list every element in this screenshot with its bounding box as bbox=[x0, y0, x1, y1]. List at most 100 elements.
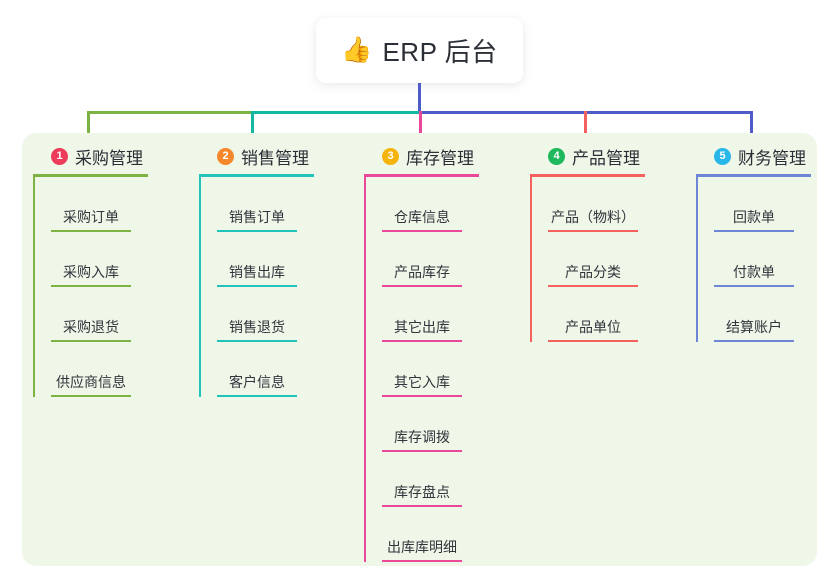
leaf-item[interactable]: 付款单 bbox=[714, 232, 794, 287]
leaf-item[interactable]: 出库库明细 bbox=[382, 507, 462, 562]
leaf-item[interactable]: 客户信息 bbox=[217, 342, 297, 397]
leaf-item-rule bbox=[382, 450, 462, 452]
leaf-item[interactable]: 产品库存 bbox=[382, 232, 462, 287]
leaf-list-5: 回款单付款单结算账户 bbox=[696, 177, 811, 342]
leaf-item-rule bbox=[51, 285, 131, 287]
column-header-rule-4 bbox=[530, 174, 645, 177]
leaf-item-label: 结算账户 bbox=[726, 319, 782, 335]
leaf-item-rule bbox=[714, 230, 794, 232]
leaf-item[interactable]: 供应商信息 bbox=[51, 342, 131, 397]
leaf-item-rule bbox=[217, 340, 297, 342]
leaf-item-rule bbox=[714, 285, 794, 287]
leaf-item[interactable]: 采购订单 bbox=[51, 177, 131, 232]
leaf-item-rule bbox=[217, 285, 297, 287]
leaf-item[interactable]: 销售退货 bbox=[217, 287, 297, 342]
leaf-item-rule bbox=[51, 395, 131, 397]
column-header-2[interactable]: 2 销售管理 bbox=[199, 143, 314, 169]
column-spine-3 bbox=[364, 177, 366, 562]
leaf-item-label: 产品分类 bbox=[565, 264, 621, 280]
leaf-item-label: 仓库信息 bbox=[394, 209, 450, 225]
leaf-item-rule bbox=[382, 340, 462, 342]
leaf-item-rule bbox=[217, 395, 297, 397]
leaf-item-label: 其它入库 bbox=[394, 374, 450, 390]
drop-finance bbox=[750, 111, 753, 146]
leaf-item-rule bbox=[382, 560, 462, 562]
leaf-item-label: 付款单 bbox=[733, 264, 775, 280]
column-title-4: 产品管理 bbox=[572, 148, 640, 168]
column-badge-4: 4 bbox=[548, 147, 565, 165]
leaf-item-label: 出库库明细 bbox=[387, 539, 457, 555]
leaf-item-label: 库存盘点 bbox=[394, 484, 450, 500]
leaf-item-label: 采购入库 bbox=[63, 264, 119, 280]
leaf-item-rule bbox=[51, 340, 131, 342]
leaf-item-rule bbox=[382, 395, 462, 397]
thumbs-up-icon: 👍 bbox=[341, 36, 373, 64]
leaf-item-rule bbox=[51, 230, 131, 232]
leaf-item-rule bbox=[714, 340, 794, 342]
leaf-item[interactable]: 仓库信息 bbox=[382, 177, 462, 232]
leaf-item[interactable]: 其它入库 bbox=[382, 342, 462, 397]
leaf-item[interactable]: 其它出库 bbox=[382, 287, 462, 342]
leaf-list-2: 销售订单销售出库销售退货客户信息 bbox=[199, 177, 314, 397]
column-spine-4 bbox=[530, 177, 532, 342]
leaf-item[interactable]: 结算账户 bbox=[714, 287, 794, 342]
leaf-item-label: 销售出库 bbox=[229, 264, 285, 280]
leaf-item-label: 客户信息 bbox=[229, 374, 285, 390]
connector-trunk bbox=[418, 83, 421, 111]
column-badge-2: 2 bbox=[217, 147, 234, 165]
leaf-list-1: 采购订单采购入库采购退货供应商信息 bbox=[33, 177, 148, 397]
leaf-item-rule bbox=[217, 230, 297, 232]
leaf-item[interactable]: 销售订单 bbox=[217, 177, 297, 232]
leaf-item[interactable]: 采购退货 bbox=[51, 287, 131, 342]
segment-teal bbox=[251, 111, 419, 114]
column-title-2: 销售管理 bbox=[241, 148, 309, 168]
leaf-item-label: 产品（物料） bbox=[551, 209, 635, 225]
leaf-item-label: 销售退货 bbox=[229, 319, 285, 335]
leaf-item-rule bbox=[548, 285, 638, 287]
leaf-item[interactable]: 产品单位 bbox=[548, 287, 638, 342]
column-5: 5 财务管理回款单付款单结算账户 bbox=[696, 143, 811, 342]
drop-sales bbox=[251, 111, 254, 146]
column-title-1: 采购管理 bbox=[75, 148, 143, 168]
root-node-title: ERP 后台 bbox=[382, 37, 498, 67]
column-spine-2 bbox=[199, 177, 201, 397]
leaf-item-label: 采购退货 bbox=[63, 319, 119, 335]
leaf-item-label: 采购订单 bbox=[63, 209, 119, 225]
leaf-item[interactable]: 产品（物料） bbox=[548, 177, 638, 232]
column-header-rule-5 bbox=[696, 174, 811, 177]
column-4: 4 产品管理产品（物料） 产品分类产品单位 bbox=[530, 143, 645, 342]
segment-green bbox=[87, 111, 251, 114]
drop-purchase bbox=[87, 111, 90, 146]
column-2: 2 销售管理销售订单销售出库销售退货客户信息 bbox=[199, 143, 314, 397]
leaf-item-rule bbox=[548, 340, 638, 342]
column-spine-5 bbox=[696, 177, 698, 342]
leaf-list-4: 产品（物料） 产品分类产品单位 bbox=[530, 177, 645, 342]
leaf-item-label: 供应商信息 bbox=[56, 374, 126, 390]
leaf-item[interactable]: 销售出库 bbox=[217, 232, 297, 287]
column-header-rule-3 bbox=[364, 174, 479, 177]
drop-inventory bbox=[419, 111, 422, 146]
column-title-5: 财务管理 bbox=[738, 148, 806, 168]
leaf-item[interactable]: 库存调拨 bbox=[382, 397, 462, 452]
column-header-rule-2 bbox=[199, 174, 314, 177]
leaf-item-label: 产品库存 bbox=[394, 264, 450, 280]
leaf-item-rule bbox=[382, 285, 462, 287]
column-badge-5: 5 bbox=[714, 147, 731, 165]
leaf-item-label: 销售订单 bbox=[229, 209, 285, 225]
leaf-item[interactable]: 产品分类 bbox=[548, 232, 638, 287]
column-header-5[interactable]: 5 财务管理 bbox=[696, 143, 811, 169]
leaf-item[interactable]: 回款单 bbox=[714, 177, 794, 232]
column-title-3: 库存管理 bbox=[406, 148, 474, 168]
leaf-item-rule bbox=[382, 505, 462, 507]
leaf-item[interactable]: 库存盘点 bbox=[382, 452, 462, 507]
leaf-item-label: 其它出库 bbox=[394, 319, 450, 335]
column-header-4[interactable]: 4 产品管理 bbox=[530, 143, 645, 169]
diagram-panel bbox=[22, 133, 817, 566]
leaf-item-label: 回款单 bbox=[733, 209, 775, 225]
column-spine-1 bbox=[33, 177, 35, 397]
leaf-item[interactable]: 采购入库 bbox=[51, 232, 131, 287]
root-node-card: 👍 ERP 后台 bbox=[316, 18, 523, 83]
